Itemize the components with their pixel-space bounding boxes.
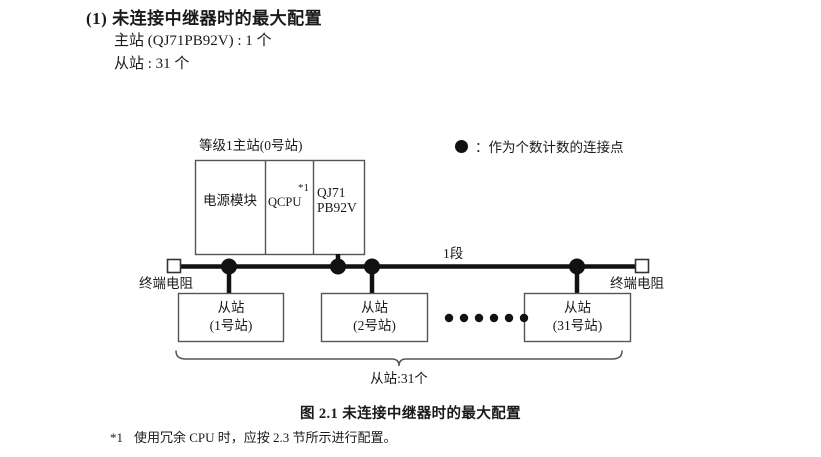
- slave-count-brace: [175, 350, 623, 367]
- slave-2-label-line2: (2号站): [353, 318, 396, 333]
- module-label-network-line1: QJ71: [317, 185, 346, 200]
- figure-caption: 图 2.1 未连接中继器时的最大配置: [299, 406, 522, 422]
- footnote-marker: *1: [110, 430, 123, 445]
- slave-1-label-line2: (1号站): [209, 318, 253, 333]
- bus-segment-label: 1段: [443, 246, 464, 261]
- legend-label: ：作为个数计数的连接点: [475, 140, 624, 155]
- spec-slave-line: 从站 : 31 个: [114, 56, 190, 72]
- page-title: (1) 未连接中继器时的最大配置: [86, 9, 323, 28]
- master-station-title: 等级1主站(0号站): [199, 138, 303, 153]
- module-label-power: 电源模块: [203, 193, 257, 208]
- slave-station-box-2: [320, 292, 429, 343]
- module-label-network-line2: PB92V: [317, 200, 357, 215]
- slave-1-label-line1: 从站: [217, 300, 245, 315]
- slave-count-label: 从站:31个: [370, 371, 428, 386]
- legend: ：作为个数计数的连接点: [455, 136, 624, 156]
- footnote: *1 使用冗余 CPU 时，应按 2.3 节所示进行配置。: [110, 427, 397, 446]
- spec-master-line: 主站 (QJ71PB92V) : 1 个: [114, 33, 272, 49]
- slave-station-box-1: [177, 292, 285, 343]
- footnote-text: 使用冗余 CPU 时，应按 2.3 节所示进行配置。: [134, 430, 397, 445]
- terminator-left-label: 终端电阻: [139, 276, 193, 291]
- slave-2-label-line1: 从站: [361, 300, 388, 315]
- master-station-box: [194, 159, 366, 256]
- module-footnote-marker-cpu: *1: [298, 182, 309, 194]
- terminator-right-label: 终端电阻: [610, 276, 664, 291]
- ellipsis-dots: [444, 313, 529, 323]
- slave-31-label-line1: 从站: [564, 300, 591, 315]
- connection-node-master: [330, 258, 346, 275]
- heading-block: (1) 未连接中继器时的最大配置 主站 (QJ71PB92V) : 1 个 从站…: [86, 8, 686, 76]
- terminator-left-box: [166, 258, 182, 274]
- filled-circle-icon: [455, 139, 468, 153]
- module-label-cpu: QCPU: [268, 195, 302, 209]
- slave-31-label-line2: (31号站): [552, 318, 603, 333]
- terminator-right-box: [634, 258, 650, 274]
